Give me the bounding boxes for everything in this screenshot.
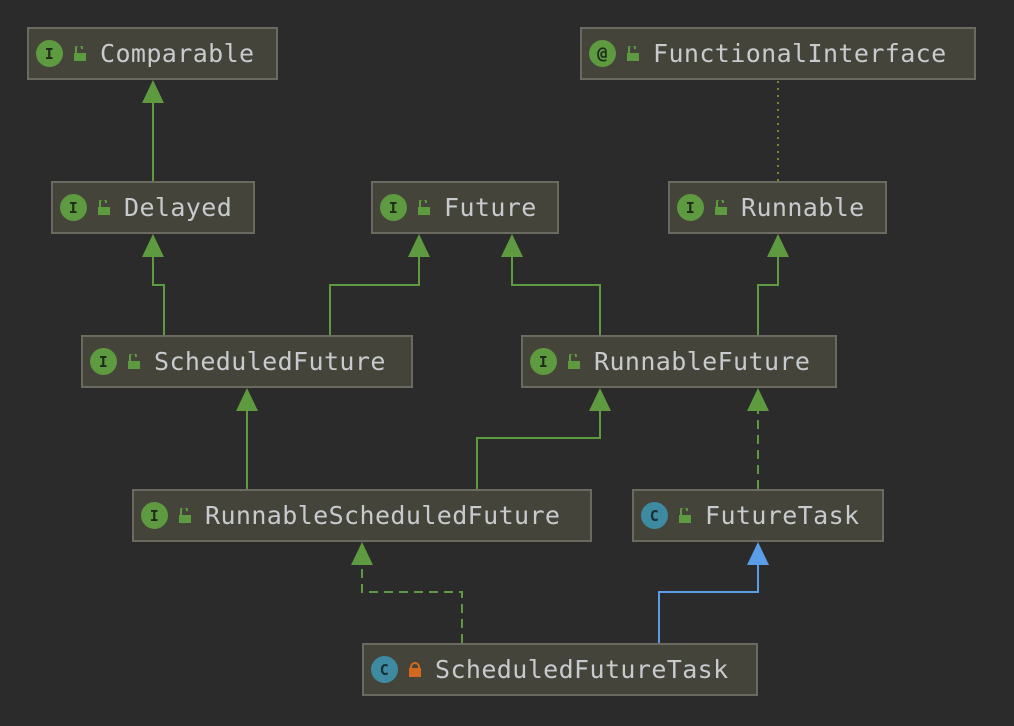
edge-sft-rsf [361, 564, 463, 643]
lock-open-icon [713, 199, 729, 216]
arrowhead-futuretask [747, 542, 769, 565]
lock-closed-icon [407, 661, 423, 678]
interface-icon: I [380, 194, 407, 221]
edge-sft-futuretask [658, 564, 759, 643]
arrowhead-runnablefuture-left [589, 388, 611, 411]
lock-open-icon [72, 45, 88, 62]
node-label: Runnable [741, 193, 865, 222]
interface-icon: I [60, 194, 87, 221]
edge-runnablefuture-runnable [757, 256, 779, 335]
node-functional-interface[interactable]: @ FunctionalInterface [580, 27, 976, 80]
node-label: ScheduledFuture [154, 347, 386, 376]
interface-icon: I [36, 40, 63, 67]
arrowhead-runnable [767, 234, 789, 257]
edge-rsf-runnablefuture [476, 410, 601, 489]
interface-icon: I [90, 348, 117, 375]
node-future[interactable]: I Future [371, 181, 559, 234]
edge-scheduledfuture-delayed [152, 256, 165, 335]
arrowhead-future-right [501, 234, 523, 257]
node-label: Delayed [124, 193, 233, 222]
arrowhead-scheduledfuture [236, 388, 258, 411]
lock-open-icon [126, 353, 142, 370]
lock-open-icon [177, 507, 193, 524]
interface-icon: I [141, 502, 168, 529]
arrowhead-rsf [351, 542, 373, 565]
node-runnable[interactable]: I Runnable [668, 181, 887, 234]
class-icon: C [641, 502, 668, 529]
arrowhead-runnablefuture-right [747, 388, 769, 411]
arrowhead-future-left [408, 234, 430, 257]
lock-open-icon [416, 199, 432, 216]
interface-icon: I [677, 194, 704, 221]
node-label: ScheduledFutureTask [435, 655, 729, 684]
node-label: RunnableScheduledFuture [205, 501, 561, 530]
edge-scheduledfuture-future [329, 256, 420, 335]
lock-open-icon [96, 199, 112, 216]
class-icon: C [371, 656, 398, 683]
lock-open-icon [625, 45, 641, 62]
node-label: RunnableFuture [594, 347, 811, 376]
node-scheduled-future-task[interactable]: C ScheduledFutureTask [362, 643, 758, 696]
node-label: Future [444, 193, 537, 222]
edge-runnablefuture-future [511, 256, 601, 335]
node-future-task[interactable]: C FutureTask [632, 489, 884, 542]
lock-open-icon [677, 507, 693, 524]
lock-open-icon [566, 353, 582, 370]
node-label: FutureTask [705, 501, 860, 530]
node-label: FunctionalInterface [653, 39, 947, 68]
node-scheduled-future[interactable]: I ScheduledFuture [81, 335, 413, 388]
node-runnable-scheduled-future[interactable]: I RunnableScheduledFuture [132, 489, 592, 542]
arrowhead-delayed [142, 234, 164, 257]
annotation-icon: @ [589, 40, 616, 67]
node-runnable-future[interactable]: I RunnableFuture [521, 335, 837, 388]
arrowhead-comparable [142, 80, 164, 103]
node-comparable[interactable]: I Comparable [27, 27, 278, 80]
node-label: Comparable [100, 39, 255, 68]
interface-icon: I [530, 348, 557, 375]
node-delayed[interactable]: I Delayed [51, 181, 255, 234]
